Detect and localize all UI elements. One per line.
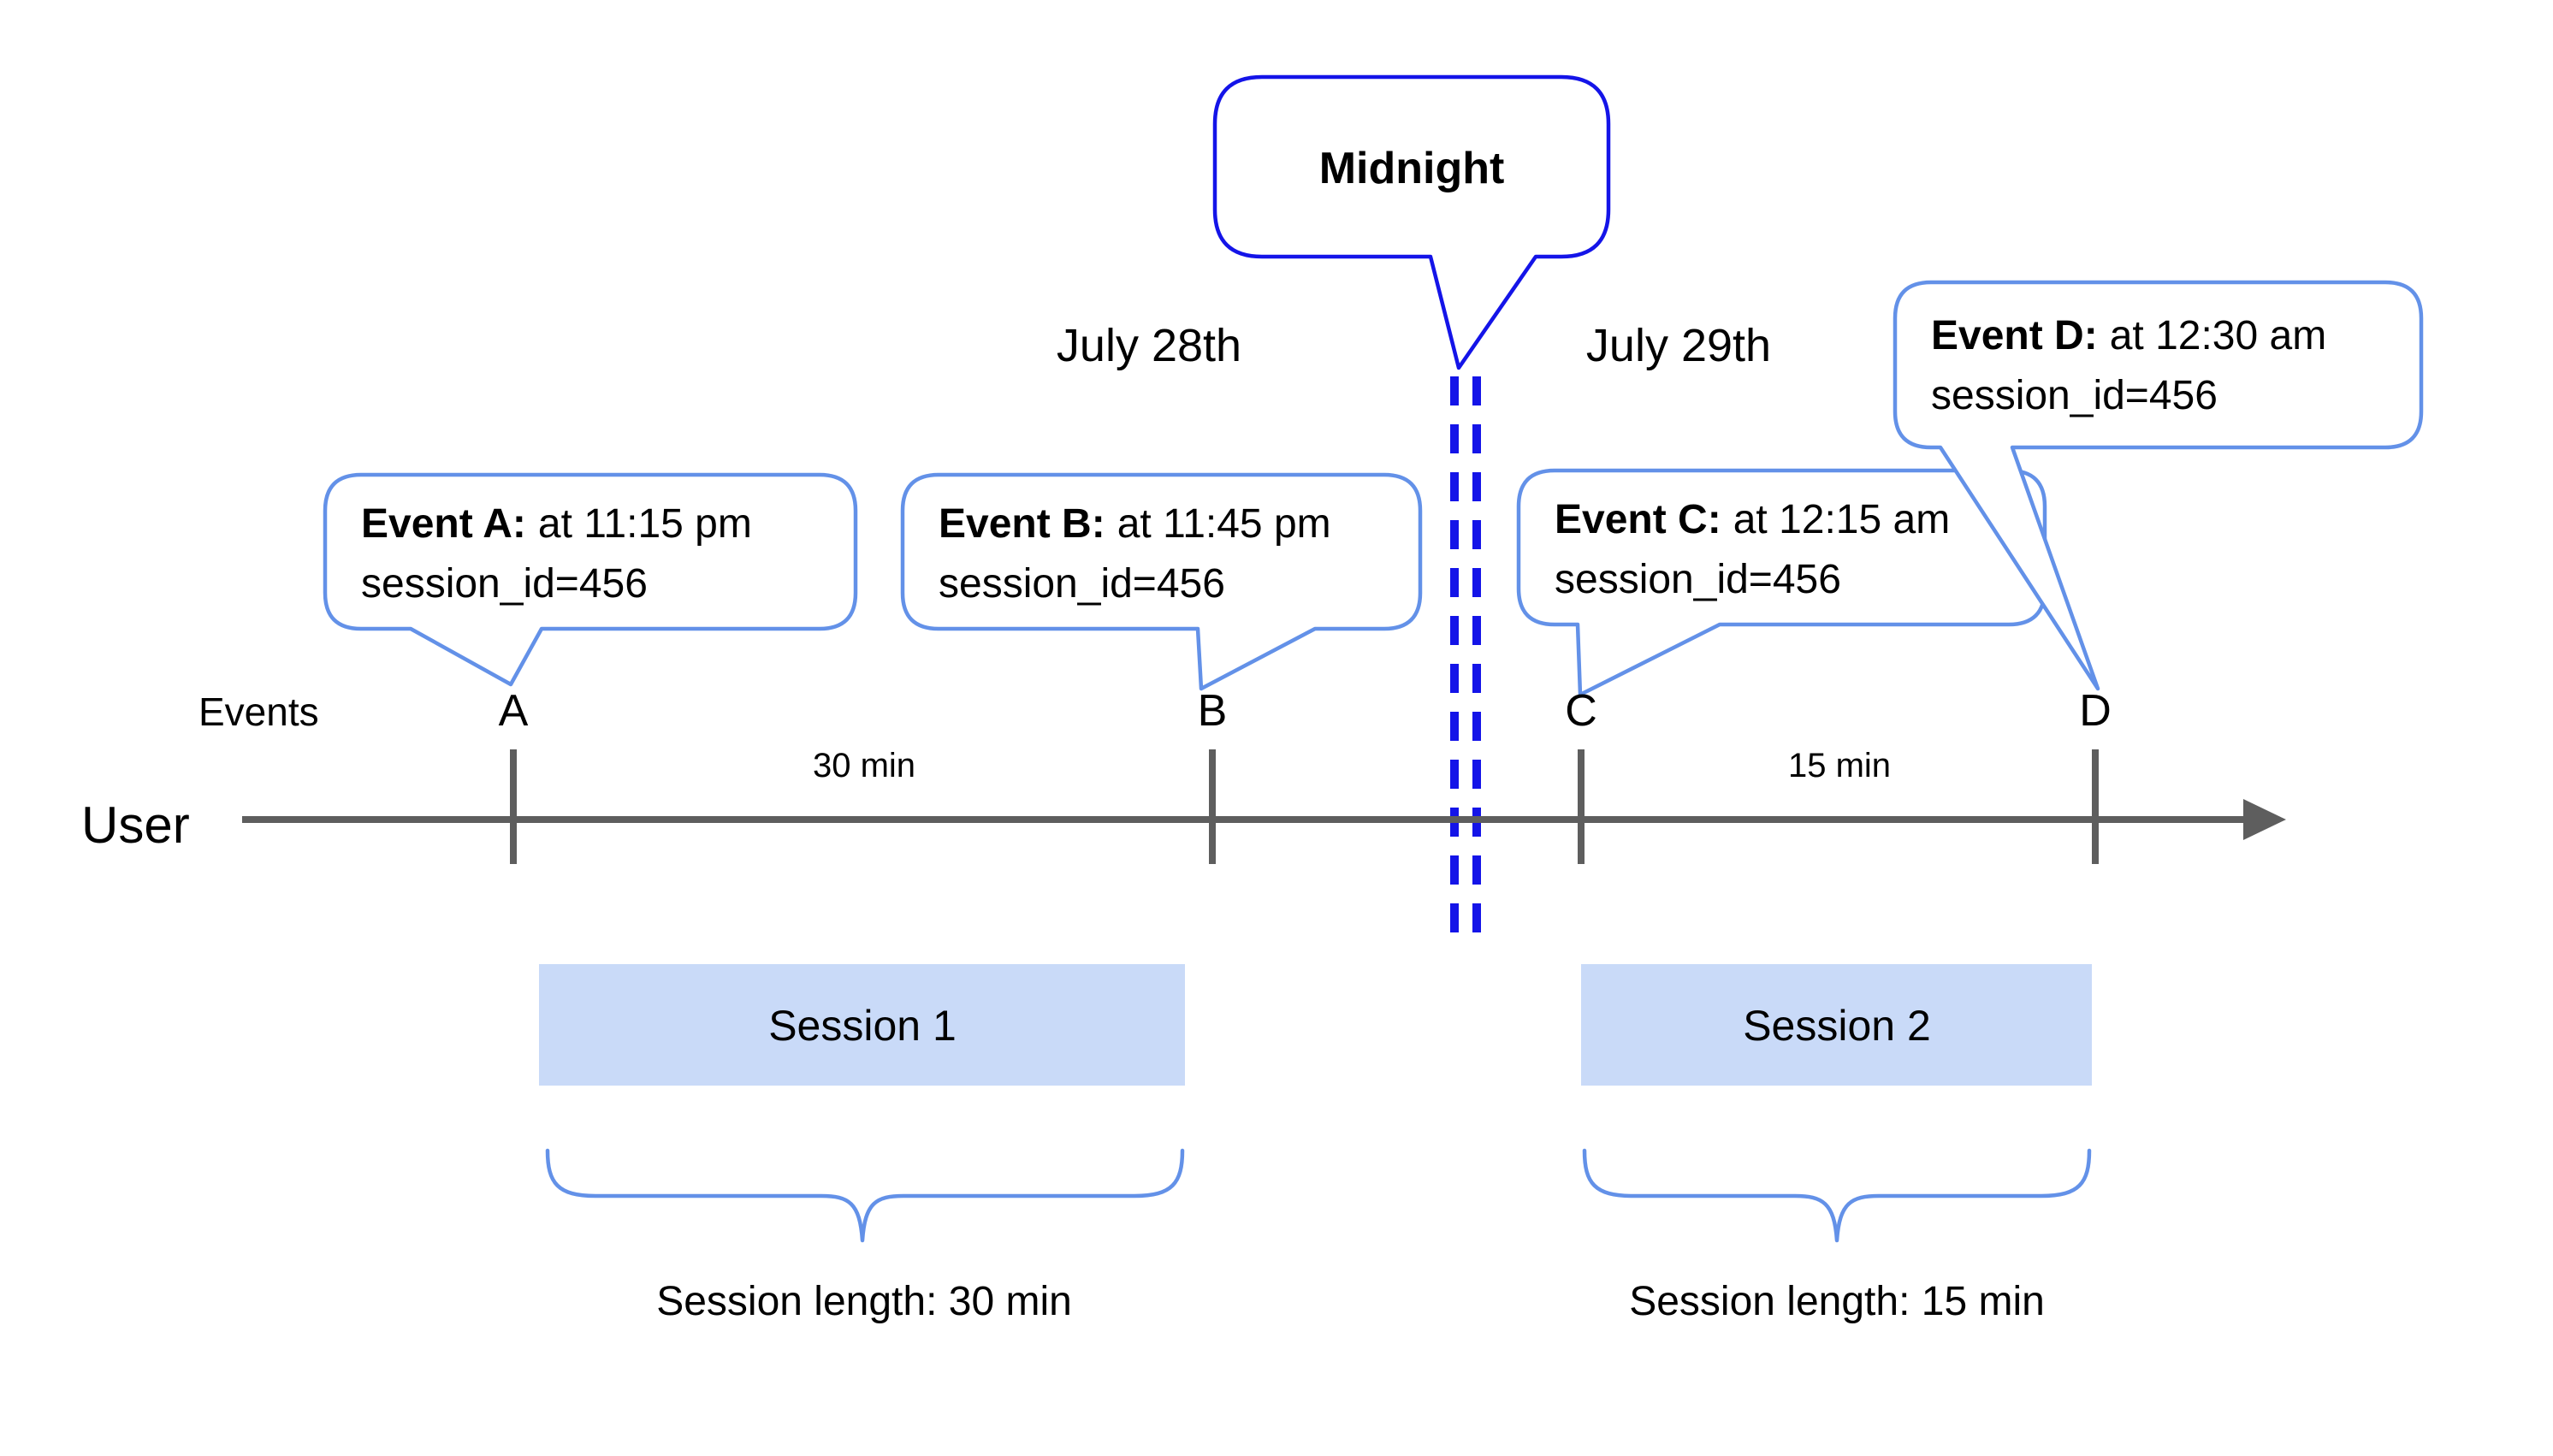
event-a-callout-bubble	[323, 472, 858, 687]
event-d-name: Event D:	[1931, 313, 2098, 358]
midnight-divider-dashed-lines	[1450, 376, 1481, 932]
event-a-session-id: session_id=456	[361, 561, 648, 607]
event-c-time: at 12:15 am	[1733, 497, 1951, 542]
event-a-callout-line1: Event A: at 11:15 pm	[361, 501, 752, 547]
event-c-callout-bubble	[1516, 468, 2047, 697]
event-marker-d: D	[2079, 686, 2112, 736]
event-a-name: Event A:	[361, 501, 526, 547]
session-2-label: Session 2	[1743, 1002, 1931, 1050]
event-d-session-id: session_id=456	[1931, 373, 2218, 418]
event-b-callout-bubble	[900, 472, 1423, 691]
session-1-box	[539, 964, 1185, 1086]
event-marker-b: B	[1198, 686, 1228, 736]
event-b-time: at 11:45 pm	[1117, 501, 1331, 547]
session-2-brace	[1582, 1148, 2092, 1243]
event-c-session-id: session_id=456	[1555, 557, 1841, 602]
event-b-name: Event B:	[939, 501, 1105, 547]
session-1-brace	[545, 1148, 1185, 1243]
events-axis-label: Events	[198, 690, 319, 734]
gap-label-15min: 15 min	[1788, 747, 1891, 784]
event-b-session-id: session_id=456	[939, 561, 1225, 607]
event-d-callout-bubble	[1893, 280, 2424, 691]
date-label-july-29: July 29th	[1586, 320, 1771, 371]
midnight-label: Midnight	[1319, 144, 1505, 193]
event-marker-a: A	[499, 686, 529, 736]
gap-label-30min: 30 min	[813, 747, 915, 784]
session-2-length-label: Session length: 15 min	[1629, 1279, 2045, 1324]
event-c-name: Event C:	[1555, 497, 1721, 542]
user-axis-label: User	[81, 796, 190, 854]
event-a-time: at 11:15 pm	[538, 501, 752, 547]
session-2-box	[1581, 964, 2092, 1086]
event-marker-c: C	[1565, 686, 1597, 736]
date-label-july-28: July 28th	[1057, 320, 1241, 371]
event-d-time: at 12:30 am	[2110, 313, 2327, 358]
event-d-callout-line1: Event D: at 12:30 am	[1931, 313, 2326, 358]
session-1-length-label: Session length: 30 min	[656, 1279, 1072, 1324]
midnight-callout-bubble	[1212, 74, 1611, 370]
event-b-callout-line1: Event B: at 11:45 pm	[939, 501, 1331, 547]
session-1-label: Session 1	[768, 1002, 957, 1050]
event-c-callout-line1: Event C: at 12:15 am	[1555, 497, 1950, 542]
timeline-arrowhead-icon	[2243, 799, 2286, 840]
